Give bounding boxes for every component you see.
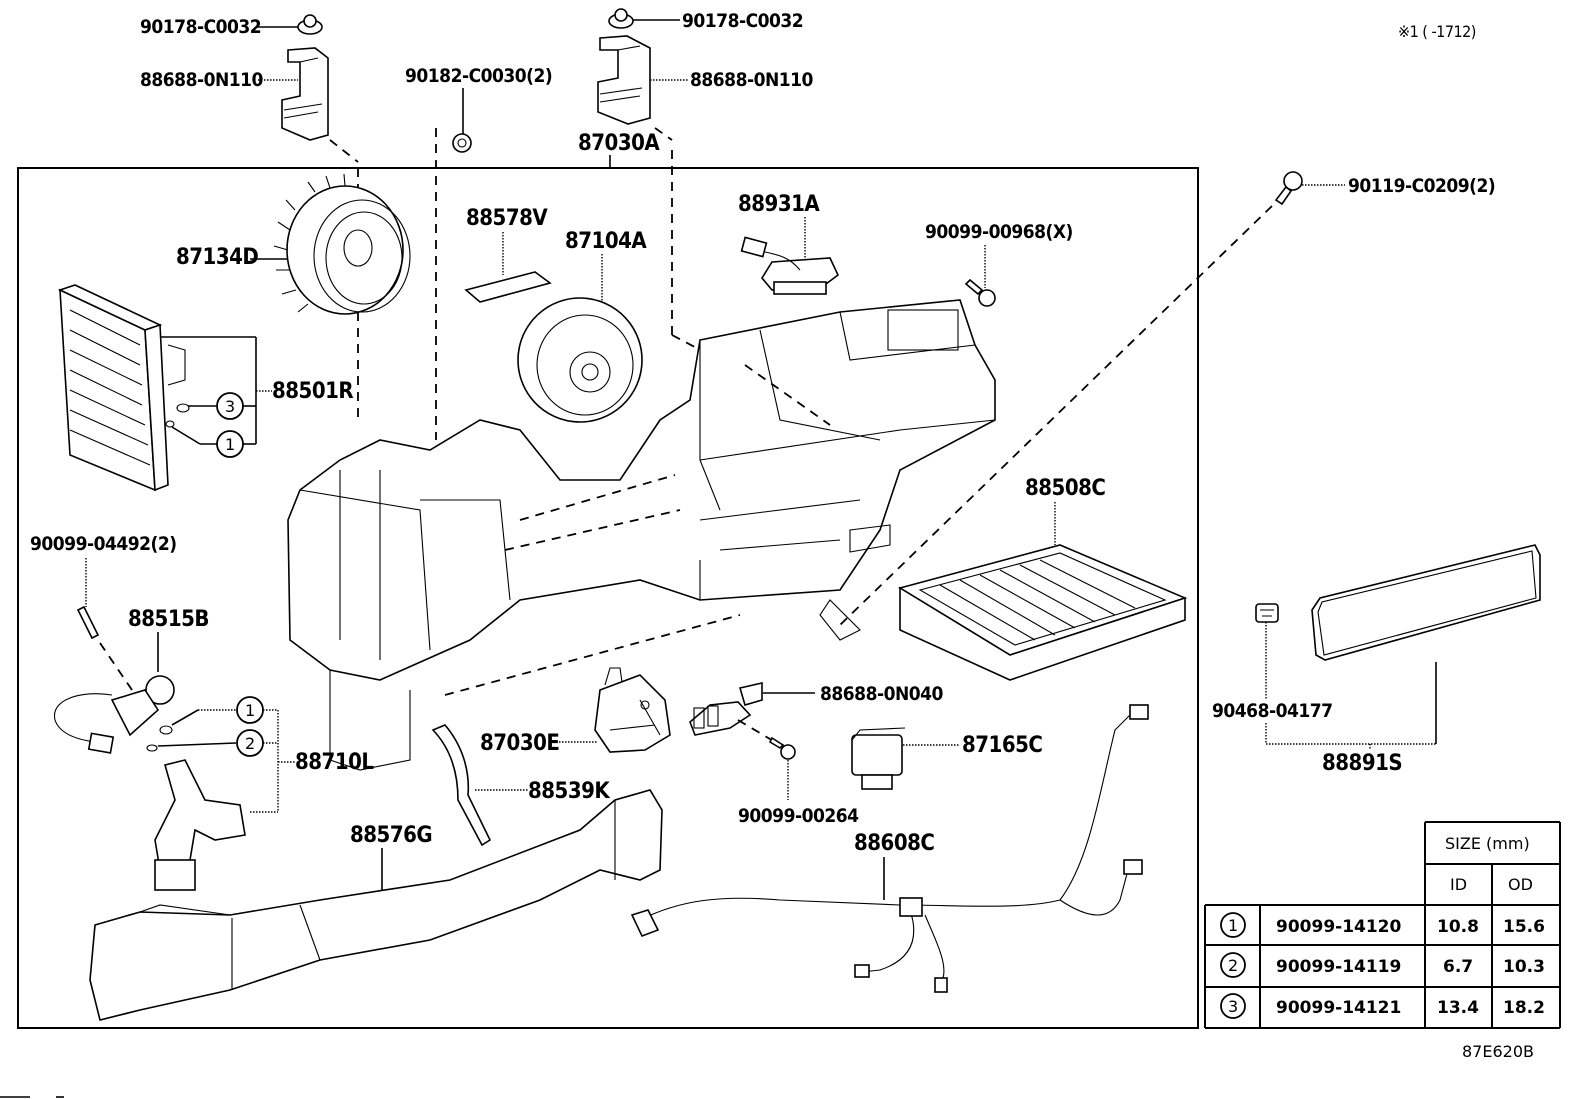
wire-harness-part[interactable]	[630, 704, 1149, 993]
label-nut-left[interactable]: 90178-C0032	[140, 16, 262, 38]
amplifier-part[interactable]	[740, 236, 840, 295]
label-main-assembly[interactable]: 87030A	[578, 131, 661, 156]
blower-motor-part[interactable]	[504, 284, 656, 436]
screw-264-part[interactable]	[768, 736, 796, 760]
callout-2-valve: 2	[236, 729, 264, 757]
assembly-frame	[17, 167, 1199, 1029]
callout-1-valve: 1	[236, 696, 264, 724]
clip-4177-part[interactable]	[1255, 603, 1279, 623]
svg-text:15.6: 15.6	[1503, 917, 1545, 937]
nut-left-part[interactable]	[297, 14, 323, 35]
svg-text:2: 2	[245, 734, 255, 753]
air-filter-part[interactable]	[897, 544, 1188, 681]
callout-1-evap: 1	[216, 430, 244, 458]
table-row: 1 90099-14120 10.8 15.6	[1220, 912, 1545, 938]
label-nut-right[interactable]: 90178-C0032	[682, 10, 804, 32]
screw-4492-part[interactable]	[76, 605, 100, 640]
footnote-label: ※1 ( -1712)	[1398, 22, 1476, 41]
bracket-right-part[interactable]	[597, 35, 651, 125]
label-seal[interactable]: 88578V	[466, 206, 549, 231]
svg-text:10.8: 10.8	[1437, 917, 1479, 937]
clip-top-part[interactable]	[452, 133, 472, 153]
filter-cover-part[interactable]	[1311, 544, 1541, 661]
bracket-040-part[interactable]	[689, 681, 763, 736]
label-thermistor[interactable]: 88515B	[128, 607, 209, 632]
blower-fan-part[interactable]	[273, 173, 411, 315]
label-clip-4177[interactable]: 90468-04177	[1212, 700, 1333, 722]
svg-text:1: 1	[225, 435, 235, 454]
label-servo[interactable]: 87030E	[480, 731, 560, 756]
svg-text:3: 3	[225, 397, 235, 416]
hvac-housing-part[interactable]	[287, 299, 996, 771]
size-table: SIZE (mm) ID OD 1 90099-14120 10.8 15.6 …	[1204, 821, 1561, 1029]
resistor-part[interactable]	[851, 727, 906, 790]
label-blower-motor[interactable]: 87104A	[565, 229, 648, 254]
label-expansion-valve[interactable]: 88710L	[295, 750, 375, 775]
svg-text:18.2: 18.2	[1503, 998, 1545, 1018]
svg-text:13.4: 13.4	[1437, 998, 1479, 1018]
label-bracket-right[interactable]: 88688-0N110	[690, 69, 814, 91]
label-clip-top[interactable]: 90182-C0030(2)	[405, 65, 553, 87]
thermistor-part[interactable]	[53, 675, 175, 754]
label-screw-4492[interactable]: 90099-04492(2)	[30, 533, 177, 555]
table-row: 2 90099-14119 6.7 10.3	[1220, 952, 1545, 978]
servo-motor-part[interactable]	[594, 667, 671, 753]
label-filter-cover[interactable]: 88891S	[1322, 751, 1403, 776]
label-evaporator[interactable]: 88501R	[272, 379, 354, 404]
label-screw-top-right[interactable]: 90119-C0209(2)	[1348, 175, 1496, 197]
label-bracket-040[interactable]: 88688-0N040	[820, 683, 944, 705]
label-resistor[interactable]: 87165C	[962, 733, 1043, 758]
label-fan[interactable]: 87134D	[176, 245, 259, 270]
svg-text:3: 3	[1228, 997, 1238, 1016]
nut-right-part[interactable]	[608, 8, 634, 29]
svg-text:90099-14120: 90099-14120	[1276, 917, 1402, 937]
seal-part[interactable]	[464, 271, 552, 303]
svg-text:1: 1	[1228, 916, 1238, 935]
label-screw-968[interactable]: 90099-00968(X)	[925, 221, 1073, 243]
duct-part[interactable]	[89, 789, 663, 1021]
evaporator-part[interactable]	[57, 284, 190, 492]
callout-3-evap: 3	[216, 392, 244, 420]
svg-text:10.3: 10.3	[1503, 957, 1545, 977]
screw-968-part[interactable]	[964, 278, 996, 307]
expansion-valve-part[interactable]	[146, 725, 246, 891]
hose-part[interactable]	[431, 724, 492, 847]
table-header-size: SIZE (mm)	[1445, 834, 1530, 853]
table-row: 3 90099-14121 13.4 18.2	[1220, 993, 1545, 1019]
label-screw-264[interactable]: 90099-00264	[738, 805, 860, 827]
table-header-od: OD	[1508, 875, 1533, 894]
label-duct[interactable]: 88576G	[350, 823, 433, 848]
svg-text:90099-14119: 90099-14119	[1276, 957, 1401, 977]
diagram-code: 87E620B	[1462, 1042, 1534, 1061]
svg-text:2: 2	[1228, 956, 1238, 975]
svg-text:90099-14121: 90099-14121	[1276, 998, 1401, 1018]
table-header-id: ID	[1450, 875, 1467, 894]
svg-text:1: 1	[245, 701, 255, 720]
screw-top-right-part[interactable]	[1274, 171, 1303, 206]
label-hose[interactable]: 88539K	[528, 779, 611, 804]
svg-text:6.7: 6.7	[1443, 957, 1473, 977]
label-wire-harness[interactable]: 88608C	[854, 831, 935, 856]
bracket-left-part[interactable]	[281, 47, 329, 141]
label-amplifier[interactable]: 88931A	[738, 192, 821, 217]
label-bracket-left[interactable]: 88688-0N110	[140, 69, 264, 91]
label-filter[interactable]: 88508C	[1025, 476, 1106, 501]
